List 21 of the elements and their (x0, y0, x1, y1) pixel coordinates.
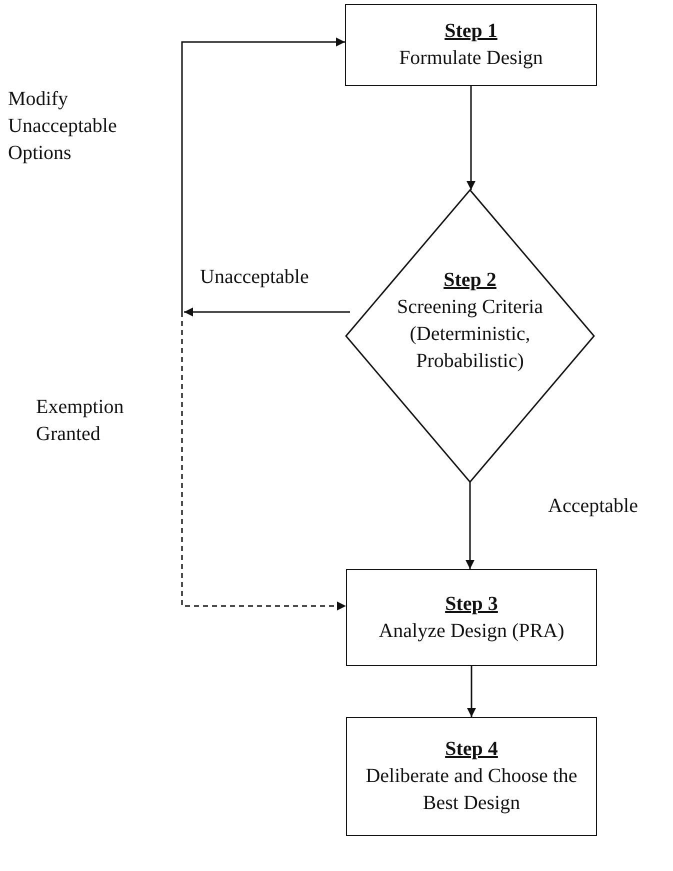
step-description: Analyze Design (PRA) (378, 618, 564, 644)
edge-label: Modify Unacceptable Options (8, 87, 118, 166)
arrow (181, 38, 345, 312)
arrow (467, 666, 476, 717)
step-heading: Step 4 (445, 737, 498, 762)
step-heading: Step 2 (444, 268, 496, 293)
arrow (466, 482, 474, 569)
process-box (346, 569, 597, 666)
step-heading: Step 3 (445, 592, 498, 616)
step-description: Deliberate and Choose the Best Design (364, 764, 578, 816)
step-description: Formulate Design (399, 46, 543, 71)
branch-label: Unacceptable (200, 265, 310, 290)
process-box (345, 4, 597, 86)
edge-label: Acceptable (548, 494, 639, 519)
step-heading: Step 1 (444, 19, 498, 44)
arrow (184, 308, 350, 316)
process-box (346, 717, 597, 836)
step-description: Screening Criteria (Deterministic, Probabilistic) (396, 295, 544, 374)
dashed-arrow (181, 312, 346, 610)
arrow (466, 86, 476, 190)
edge-label: Exemption Granted (36, 395, 125, 447)
